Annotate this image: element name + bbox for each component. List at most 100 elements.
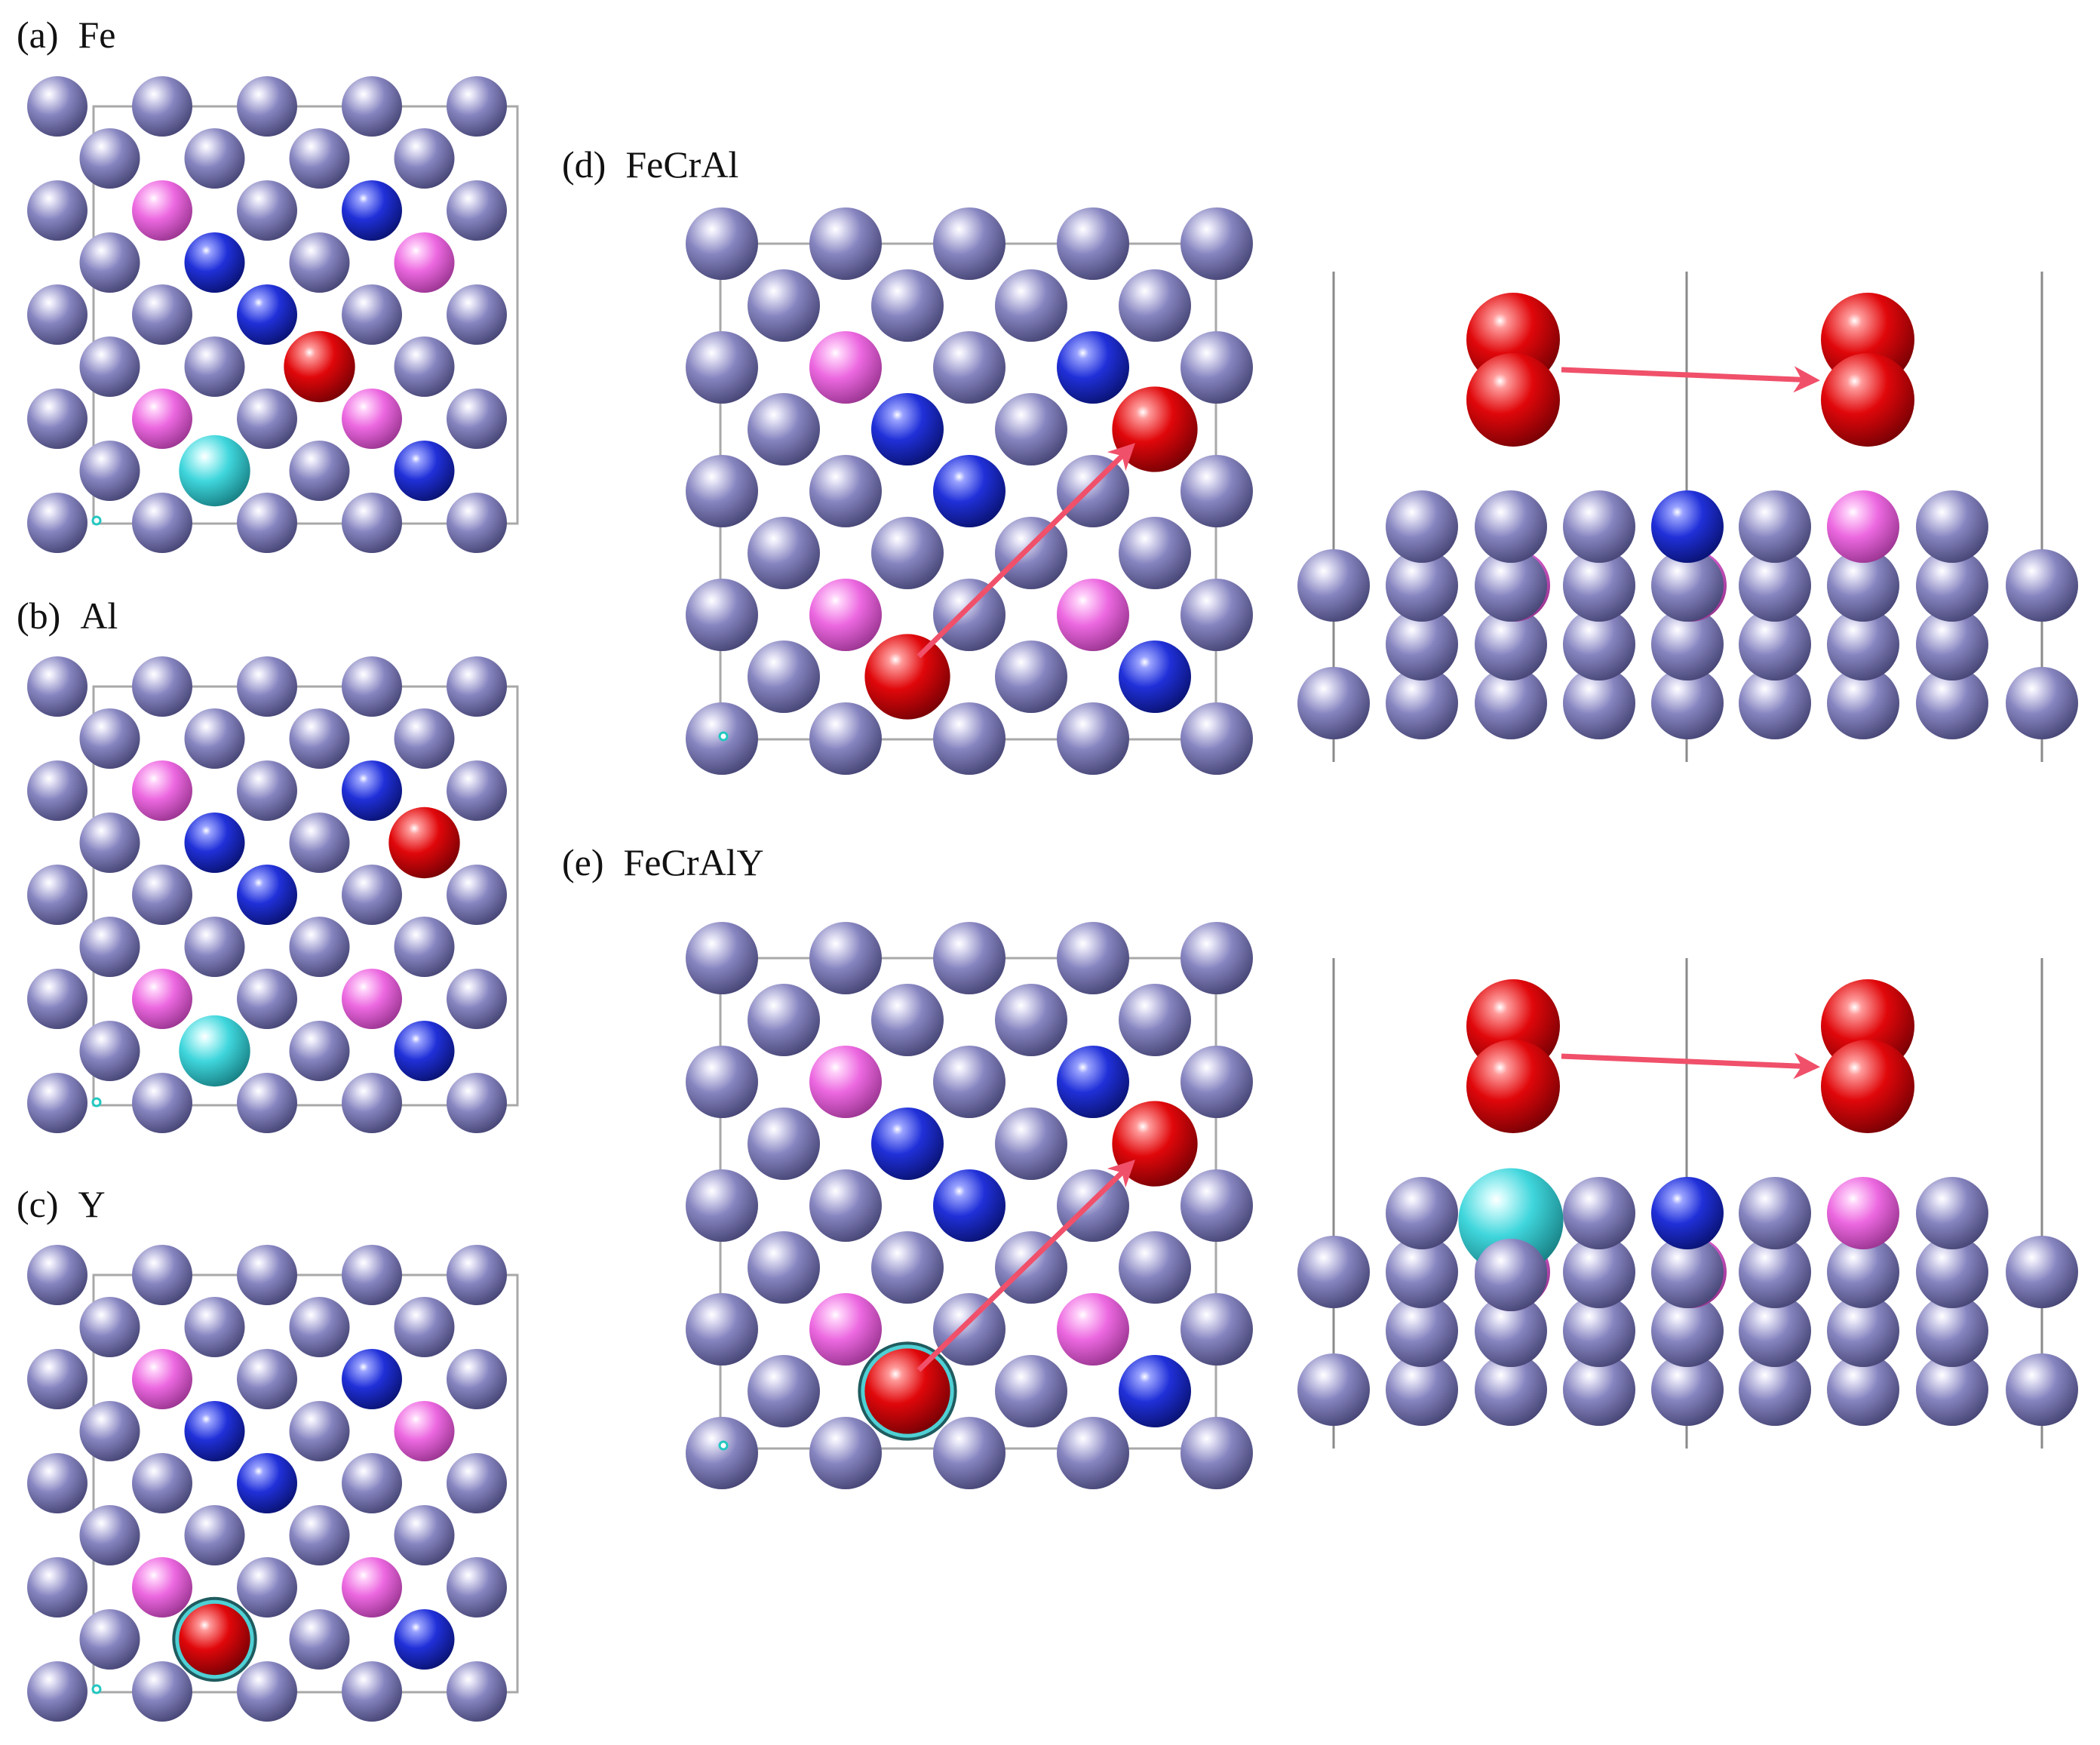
fe-atom — [184, 1297, 245, 1357]
fe-atom — [995, 517, 1067, 589]
panel-a-top-view — [27, 76, 519, 553]
fe-atom — [1739, 549, 1811, 622]
fe-atom — [1180, 1417, 1253, 1489]
oxygen-atom — [1112, 1101, 1198, 1187]
fe-atom — [79, 1297, 140, 1357]
fe-atom — [1386, 667, 1458, 739]
fe-atom — [184, 336, 245, 397]
fe-atom — [132, 1661, 192, 1722]
cr-atom — [237, 284, 297, 345]
fe-atom — [1563, 490, 1635, 563]
fe-atom — [1916, 1177, 1988, 1249]
fe-atom — [1475, 1239, 1547, 1311]
cell-origin-marker — [718, 731, 729, 742]
oxygen-atom — [1821, 353, 1914, 447]
fe-atom — [1180, 1046, 1253, 1118]
panel-c-top-view — [27, 1245, 519, 1722]
fe-atom — [79, 1401, 140, 1461]
fe-atom — [933, 1417, 1005, 1489]
fe-atom — [237, 656, 297, 717]
fe-atom — [1386, 1236, 1458, 1308]
oxygen-atom — [388, 806, 460, 879]
fe-atom — [79, 232, 140, 293]
panel-b-top-view — [27, 656, 519, 1133]
fe-atom — [289, 1401, 350, 1461]
fe-atom — [184, 1505, 245, 1565]
fe-atom — [289, 1297, 350, 1357]
fe-atom — [184, 128, 245, 189]
fe-atom — [1386, 490, 1458, 563]
fe-atom — [27, 180, 88, 241]
fe-atom — [686, 1046, 758, 1118]
fe-atom — [79, 708, 140, 769]
fe-atom — [933, 702, 1005, 775]
fe-atom — [1827, 549, 1899, 622]
panel-label-c: (c)Y — [17, 1183, 106, 1225]
fe-atom — [1119, 984, 1191, 1056]
fe-atom — [79, 917, 140, 977]
fe-atom — [871, 517, 944, 589]
al-atom — [809, 1293, 882, 1366]
fe-atom — [27, 656, 88, 717]
fe-atom — [132, 1453, 192, 1513]
fe-atom — [447, 1245, 507, 1305]
fe-atom — [933, 1046, 1005, 1118]
fe-atom — [447, 969, 507, 1029]
oxygen-atom — [1466, 1040, 1560, 1133]
fe-atom — [342, 1661, 402, 1722]
fe-atom — [2006, 667, 2078, 739]
fe-atom — [686, 1169, 758, 1242]
fe-atom — [995, 1355, 1067, 1427]
fe-atom — [79, 336, 140, 397]
fe-atom — [933, 331, 1005, 404]
fe-atom — [1563, 1177, 1635, 1249]
al-atom — [342, 969, 402, 1029]
fe-atom — [342, 493, 402, 553]
fe-atom — [1916, 608, 1988, 680]
al-atom — [809, 579, 882, 651]
fe-atom — [1916, 1236, 1988, 1308]
cr-atom — [237, 865, 297, 925]
fe-atom — [342, 1453, 402, 1513]
cr-atom — [933, 1169, 1005, 1242]
cell-origin-marker — [718, 1440, 729, 1451]
fe-atom — [132, 1245, 192, 1305]
fe-atom — [447, 760, 507, 821]
fe-atom — [933, 207, 1005, 280]
unit-cell-outline — [92, 105, 519, 525]
fe-atom — [237, 493, 297, 553]
fe-atom — [995, 1231, 1067, 1304]
al-atom — [132, 969, 192, 1029]
fe-atom — [289, 1609, 350, 1670]
fe-atom — [27, 1073, 88, 1133]
al-atom — [1057, 579, 1129, 651]
fe-atom — [933, 579, 1005, 651]
fe-atom — [1651, 667, 1724, 739]
fe-atom — [1739, 1236, 1811, 1308]
fe-atom — [342, 865, 402, 925]
fe-atom — [132, 76, 192, 137]
fe-atom — [2006, 1236, 2078, 1308]
fe-atom — [342, 284, 402, 345]
fe-atom — [995, 984, 1067, 1056]
fe-atom — [289, 232, 350, 293]
fe-atom — [1297, 1353, 1370, 1426]
fe-atom — [686, 455, 758, 527]
panel-label-e: (e)FeCrAlY — [562, 841, 764, 883]
fe-atom — [447, 180, 507, 241]
fe-atom — [1297, 549, 1370, 622]
fe-atom — [79, 813, 140, 873]
fe-atom — [1386, 1177, 1458, 1249]
oxygen-atom — [284, 330, 355, 403]
fe-atom — [1563, 608, 1635, 680]
al-atom — [132, 180, 192, 241]
al-atom — [1057, 1293, 1129, 1366]
fe-atom — [1563, 1353, 1635, 1426]
fe-atom — [79, 1609, 140, 1670]
fe-atom — [748, 269, 820, 342]
migration-arrow — [916, 1160, 1136, 1372]
fe-atom — [1739, 667, 1811, 739]
migration-arrow — [916, 443, 1135, 659]
fe-atom — [1297, 1236, 1370, 1308]
